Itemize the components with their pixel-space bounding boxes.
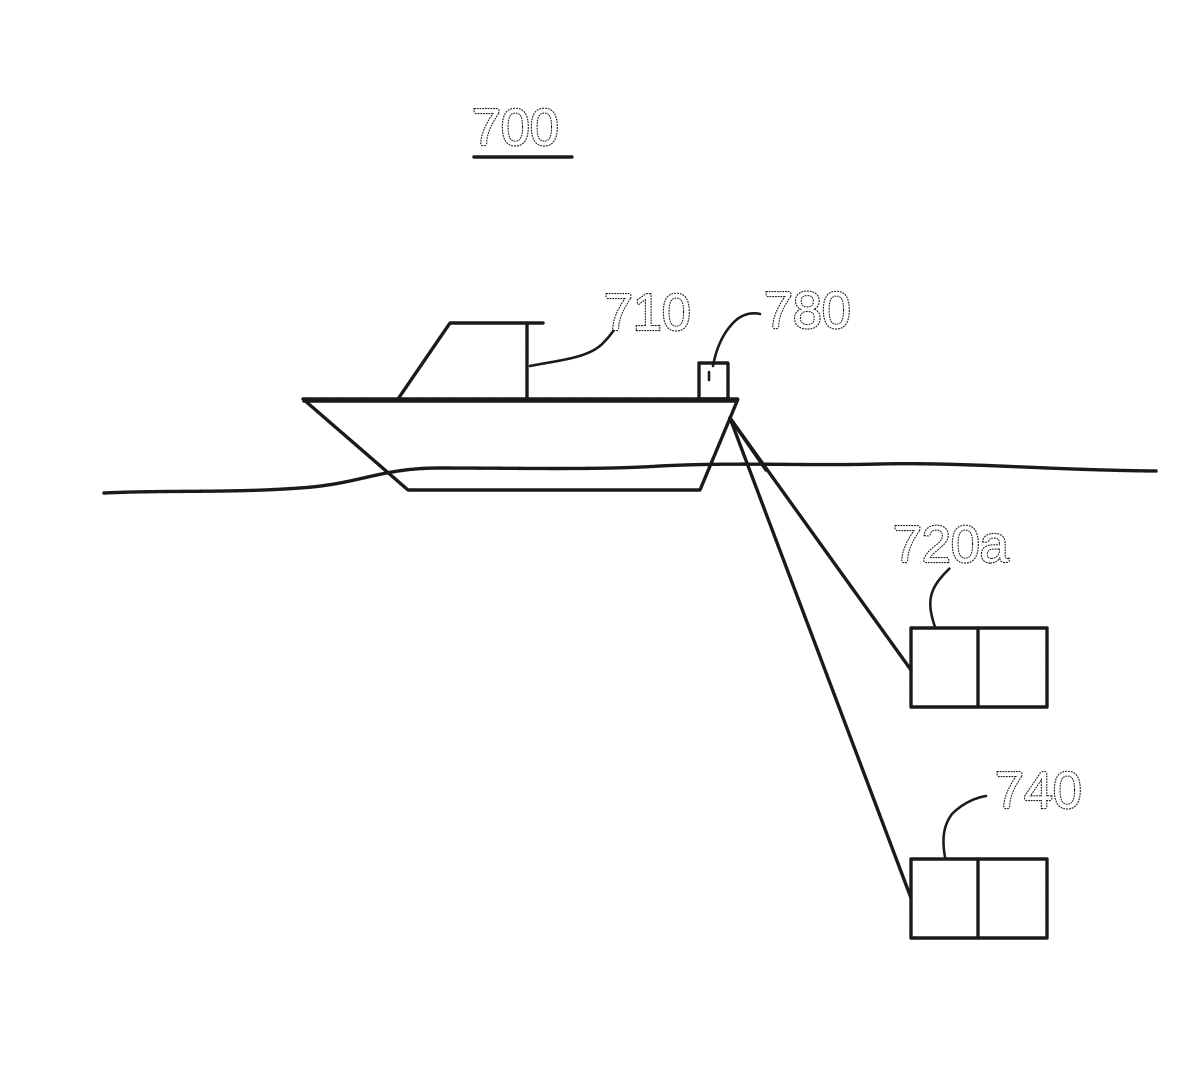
leader-740 [943, 796, 986, 857]
label-780: 780 [764, 282, 851, 340]
vessel-cabin [398, 323, 543, 399]
label-720a: 720a [893, 516, 1009, 574]
cable-to-740 [730, 418, 911, 898]
label-740: 740 [995, 762, 1082, 820]
deck-unit-box [699, 363, 728, 399]
label-710: 710 [604, 284, 691, 342]
leader-780 [713, 313, 760, 366]
leader-720a [930, 568, 950, 627]
figure-number-label: 700 [472, 99, 559, 157]
